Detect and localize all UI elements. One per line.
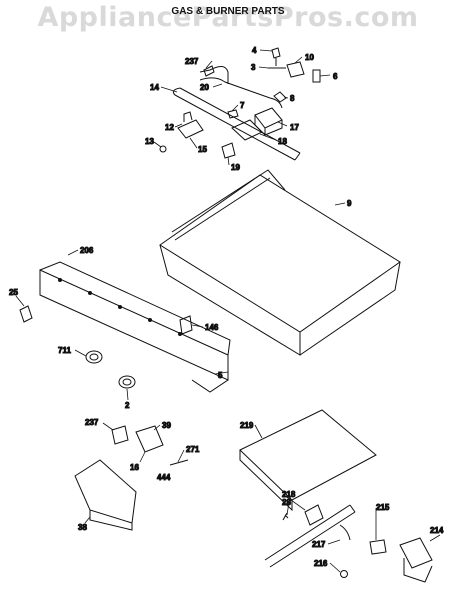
- label-38: 38: [78, 523, 87, 532]
- label-20: 20: [200, 83, 209, 92]
- label-7: 7: [240, 101, 245, 110]
- label-271: 271: [186, 445, 200, 454]
- label-13: 13: [145, 137, 154, 146]
- label-237-bottom: 237: [85, 418, 99, 427]
- label-3: 3: [251, 63, 256, 72]
- label-10: 10: [305, 53, 314, 62]
- label-18: 18: [278, 137, 287, 146]
- label-17: 17: [290, 123, 299, 132]
- label-14: 14: [150, 83, 159, 92]
- label-146: 146: [205, 323, 219, 332]
- label-16: 16: [130, 463, 139, 472]
- label-214: 214: [430, 526, 444, 535]
- label-218: 218: [282, 490, 296, 499]
- label-216: 216: [314, 559, 328, 568]
- manifold-assembly: [159, 47, 321, 161]
- burner-box: [159, 169, 401, 356]
- label-215: 215: [376, 503, 390, 512]
- label-39: 39: [162, 421, 171, 430]
- label-19: 19: [231, 163, 240, 172]
- part-labels: 4 10 237 3 6 20 14 7 8 12 17 13 15 18 19…: [9, 46, 445, 569]
- label-25: 25: [9, 288, 18, 297]
- label-5: 5: [218, 371, 223, 380]
- front-panel: [39, 261, 231, 393]
- label-237-top: 237: [185, 57, 199, 66]
- label-4: 4: [252, 46, 257, 55]
- label-444: 444: [157, 473, 171, 482]
- label-8: 8: [290, 94, 295, 103]
- label-217: 217: [312, 540, 326, 549]
- label-2: 2: [125, 401, 130, 410]
- label-12: 12: [165, 123, 174, 132]
- leader-lines: [15, 49, 441, 573]
- label-6: 6: [333, 72, 338, 81]
- diagram-title: GAS & BURNER PARTS: [171, 6, 285, 17]
- igniter-assembly: [74, 425, 189, 531]
- label-206: 206: [80, 246, 94, 255]
- label-219: 219: [240, 421, 254, 430]
- label-15: 15: [198, 145, 207, 154]
- label-711: 711: [58, 346, 71, 355]
- lower-burner-assembly: [239, 409, 433, 583]
- label-9: 9: [347, 199, 352, 208]
- watermark: AppliancePartsPros.com: [37, 2, 419, 33]
- label-28: 28: [282, 498, 291, 507]
- panel-small-parts: [19, 305, 193, 389]
